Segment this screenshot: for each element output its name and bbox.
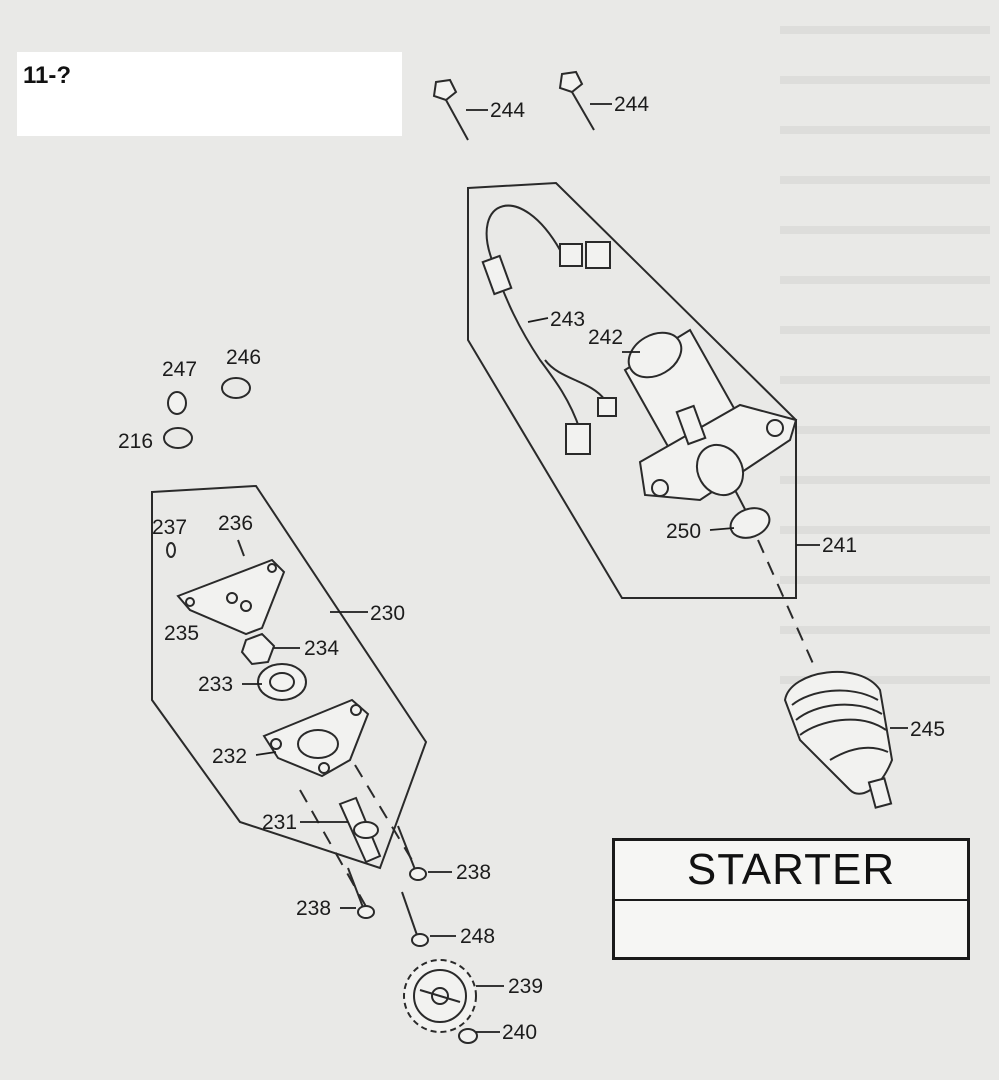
title-box: STARTER (612, 838, 970, 960)
callout-233: 233 (198, 673, 233, 696)
bolt-244-left (432, 78, 469, 141)
bolt-238-lower (347, 867, 375, 919)
callout-235: 235 (164, 622, 199, 645)
oring-216 (163, 427, 193, 449)
pin-237 (166, 542, 176, 558)
bolt-244-right (558, 70, 595, 131)
starter-clutch-245 (783, 670, 894, 809)
background-bleed (780, 26, 990, 684)
callout-250: 250 (666, 520, 701, 543)
callout-238-lower: 238 (296, 897, 331, 920)
callout-237: 237 (152, 516, 187, 539)
gear-233 (257, 663, 307, 701)
cover-232 (262, 698, 370, 778)
nut-234 (240, 632, 276, 666)
callout-240: 240 (502, 1021, 537, 1044)
callout-232: 232 (212, 745, 247, 768)
page-number-label: 11-? (17, 52, 402, 136)
axis-line-motor-to-clutch (757, 539, 816, 669)
starter-motor-group-outline (467, 181, 797, 599)
callout-239: 239 (508, 975, 543, 998)
callout-244-left: 244 (490, 99, 525, 122)
oring-247 (167, 391, 187, 415)
pinion-drive-group-outline (151, 484, 428, 870)
callout-234: 234 (304, 637, 339, 660)
callout-241: 241 (822, 534, 857, 557)
callout-236: 236 (218, 512, 253, 535)
bolt-240 (458, 1028, 478, 1044)
pin-236 (237, 539, 245, 557)
callout-242: 242 (588, 326, 623, 349)
callout-244-right: 244 (614, 93, 649, 116)
callout-238-upper: 238 (456, 861, 491, 884)
callout-231: 231 (262, 811, 297, 834)
callout-230: 230 (370, 602, 405, 625)
wire-harness-243 (481, 204, 617, 455)
starter-motor-242 (623, 328, 798, 516)
oring-246 (221, 377, 251, 399)
bolt-248 (401, 891, 429, 947)
shaft-231 (338, 796, 382, 864)
leader-lines (242, 103, 908, 1033)
pinion-gear-250 (729, 507, 771, 539)
callout-246: 246 (226, 346, 261, 369)
callout-243: 243 (550, 308, 585, 331)
bolt-238-upper (397, 825, 427, 881)
callout-216: 216 (118, 430, 153, 453)
plate-235 (176, 558, 286, 636)
sprocket-239 (403, 959, 477, 1033)
callout-245: 245 (910, 718, 945, 741)
callout-247: 247 (162, 358, 197, 381)
diagram-title: STARTER (615, 841, 967, 901)
callout-248: 248 (460, 925, 495, 948)
